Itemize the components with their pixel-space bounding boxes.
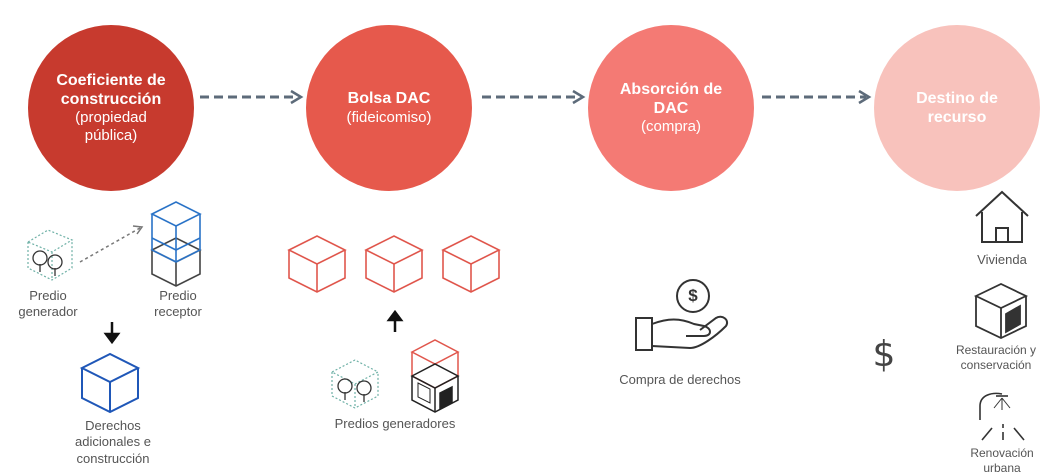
derechos-cube-icon: [79, 352, 141, 414]
label-restauracion: Restauración y conservación: [955, 343, 1037, 372]
connector-3: [762, 89, 872, 105]
step-subtitle: (fideicomiso): [346, 108, 432, 126]
coin-dollar-icon: $: [688, 286, 698, 305]
predio-patrimonio-icon: [410, 339, 460, 413]
predio-receptor-icon: [150, 201, 202, 287]
step-title: Coeficiente de construcción: [56, 71, 166, 108]
bolsa-cube-2-icon: [364, 235, 424, 293]
step-coeficiente-circle: Coeficiente de construcción (propiedad p…: [28, 25, 194, 191]
step-subtitle: (propiedad pública): [75, 109, 147, 145]
label-compra: Compra de derechos: [619, 372, 741, 387]
step-absorcion-circle: Absorción de DAC (compra): [588, 25, 754, 191]
step-bolsa-circle: Bolsa DAC (fideicomiso): [306, 25, 472, 191]
predio-parque-icon: [330, 359, 380, 409]
money-hand-icon: [635, 279, 728, 351]
step-subtitle: (compra): [640, 118, 701, 136]
connector-1: [200, 89, 304, 105]
label-predio-receptor: Predio receptor: [154, 288, 202, 320]
label-predios-generadores: Predios generadores: [334, 416, 456, 431]
step-title: Destino de recurso: [916, 89, 998, 126]
transfer-dashed-arrow: [79, 227, 141, 263]
step-title: Bolsa DAC: [347, 90, 431, 108]
label-renovacion: Renovación urbana: [970, 446, 1034, 475]
step-destino-circle: Destino de recurso: [874, 25, 1040, 191]
down-arrow-icon: [103, 322, 121, 345]
bolsa-cube-3-icon: [441, 235, 501, 293]
label-vivienda: Vivienda: [977, 252, 1027, 267]
up-arrow-icon: [386, 309, 404, 332]
predio-generador-icon: [26, 229, 74, 281]
restoration-building-icon: [973, 283, 1029, 339]
step-title: Absorción de DAC: [619, 80, 723, 117]
bolsa-cube-1-icon: [287, 235, 347, 293]
house-icon: [975, 190, 1029, 243]
connector-2: [482, 89, 586, 105]
street-lamp-road-icon: [979, 392, 1025, 441]
transfer-arrowhead: [132, 225, 144, 235]
label-derechos: Derechos adicionales e construcción: [75, 418, 151, 466]
dollar-sign: $: [872, 334, 896, 375]
label-predio-generador: Predio generador: [18, 288, 78, 320]
